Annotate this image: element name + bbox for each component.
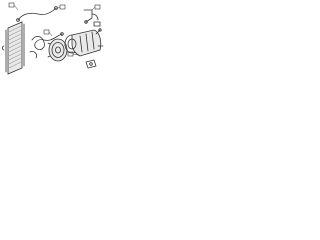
fitting-bracket-icon[interactable] xyxy=(83,9,101,27)
callout-box xyxy=(59,4,66,10)
parts-diagram xyxy=(2,2,104,75)
ac-line-hose-icon[interactable] xyxy=(29,32,64,59)
ac-line-upper-icon[interactable] xyxy=(16,6,58,22)
callout-box xyxy=(94,4,101,10)
callout-box xyxy=(43,29,50,35)
callout-box xyxy=(8,2,15,8)
small-fitting-icon[interactable] xyxy=(85,59,97,69)
leader-lines xyxy=(13,4,96,56)
condenser-icon[interactable] xyxy=(2,21,25,75)
pulley-clutch-icon[interactable] xyxy=(47,38,68,62)
compressor-icon[interactable] xyxy=(64,28,104,57)
